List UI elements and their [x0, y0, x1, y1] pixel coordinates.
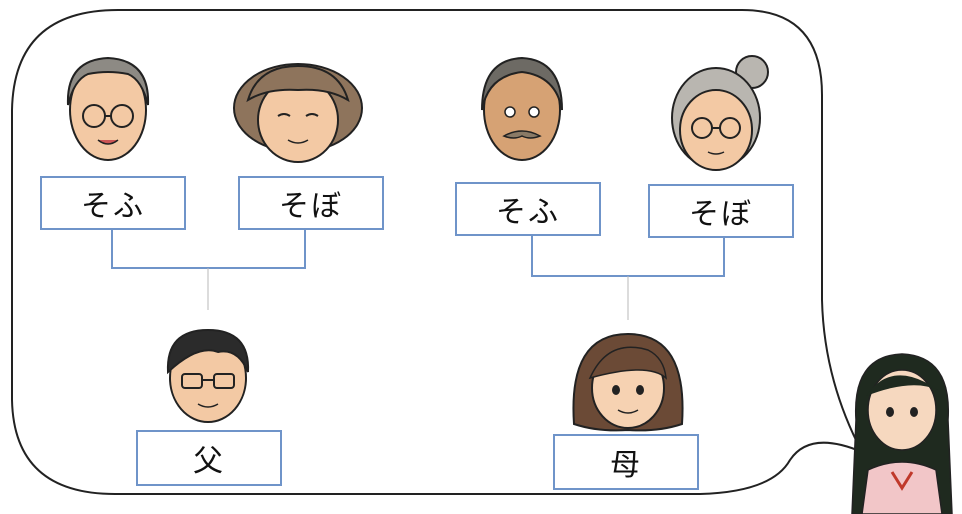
- grandfather-glasses-icon: [66, 56, 150, 161]
- grandmother-curly-hair-icon: [233, 63, 363, 163]
- paternal-grandmother-label: そぼ: [238, 176, 384, 230]
- maternal-grandfather-label: そふ: [455, 182, 601, 236]
- maternal-grandmother-label: そぼ: [648, 184, 794, 238]
- paternal-grandfather-label: そふ: [40, 176, 186, 230]
- grandmother-bun-glasses-icon: [671, 55, 769, 171]
- father-glasses-icon: [166, 328, 250, 423]
- mother-label: 母: [553, 434, 699, 490]
- girl-speaker-icon: [851, 353, 953, 514]
- father-label: 父: [136, 430, 282, 486]
- grandfather-mustache-icon: [481, 56, 563, 161]
- mother-bob-hair-icon: [572, 332, 684, 432]
